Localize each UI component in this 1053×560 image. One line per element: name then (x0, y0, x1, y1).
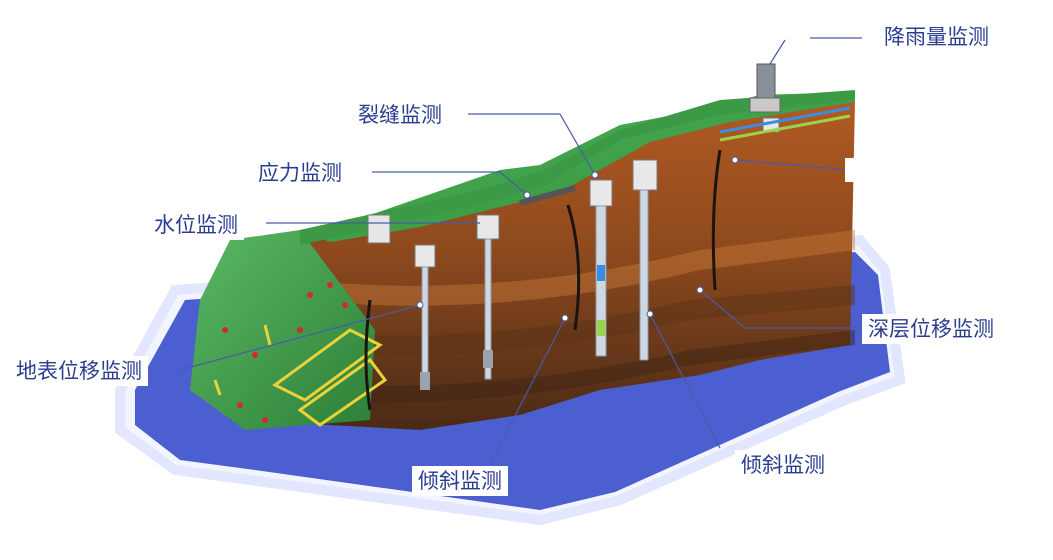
leader-lines (179, 37, 862, 466)
clipped-label-tab (845, 158, 857, 182)
top-grass-band (300, 90, 855, 245)
label-crack-monitoring: 裂缝监测 (352, 100, 448, 130)
label-stress-monitoring: 应力监测 (252, 158, 348, 188)
label-tilt-monitoring-right: 倾斜监测 (735, 450, 831, 480)
label-rainfall-monitoring: 降雨量监测 (878, 22, 995, 52)
label-water-level-monitoring: 水位监测 (148, 210, 244, 240)
surface-markers (222, 282, 348, 423)
front-grass-slope (190, 230, 375, 430)
retaining-frame (213, 324, 388, 427)
soil-front-face (230, 100, 855, 430)
cracks (364, 149, 722, 411)
label-surface-displacement-monitoring: 地表位移监测 (10, 356, 148, 386)
label-deep-displacement-monitoring: 深层位移监测 (862, 314, 1000, 344)
label-tilt-monitoring-bottom: 倾斜监测 (412, 466, 508, 496)
leader-dots (416, 156, 739, 322)
instruments (367, 63, 851, 390)
